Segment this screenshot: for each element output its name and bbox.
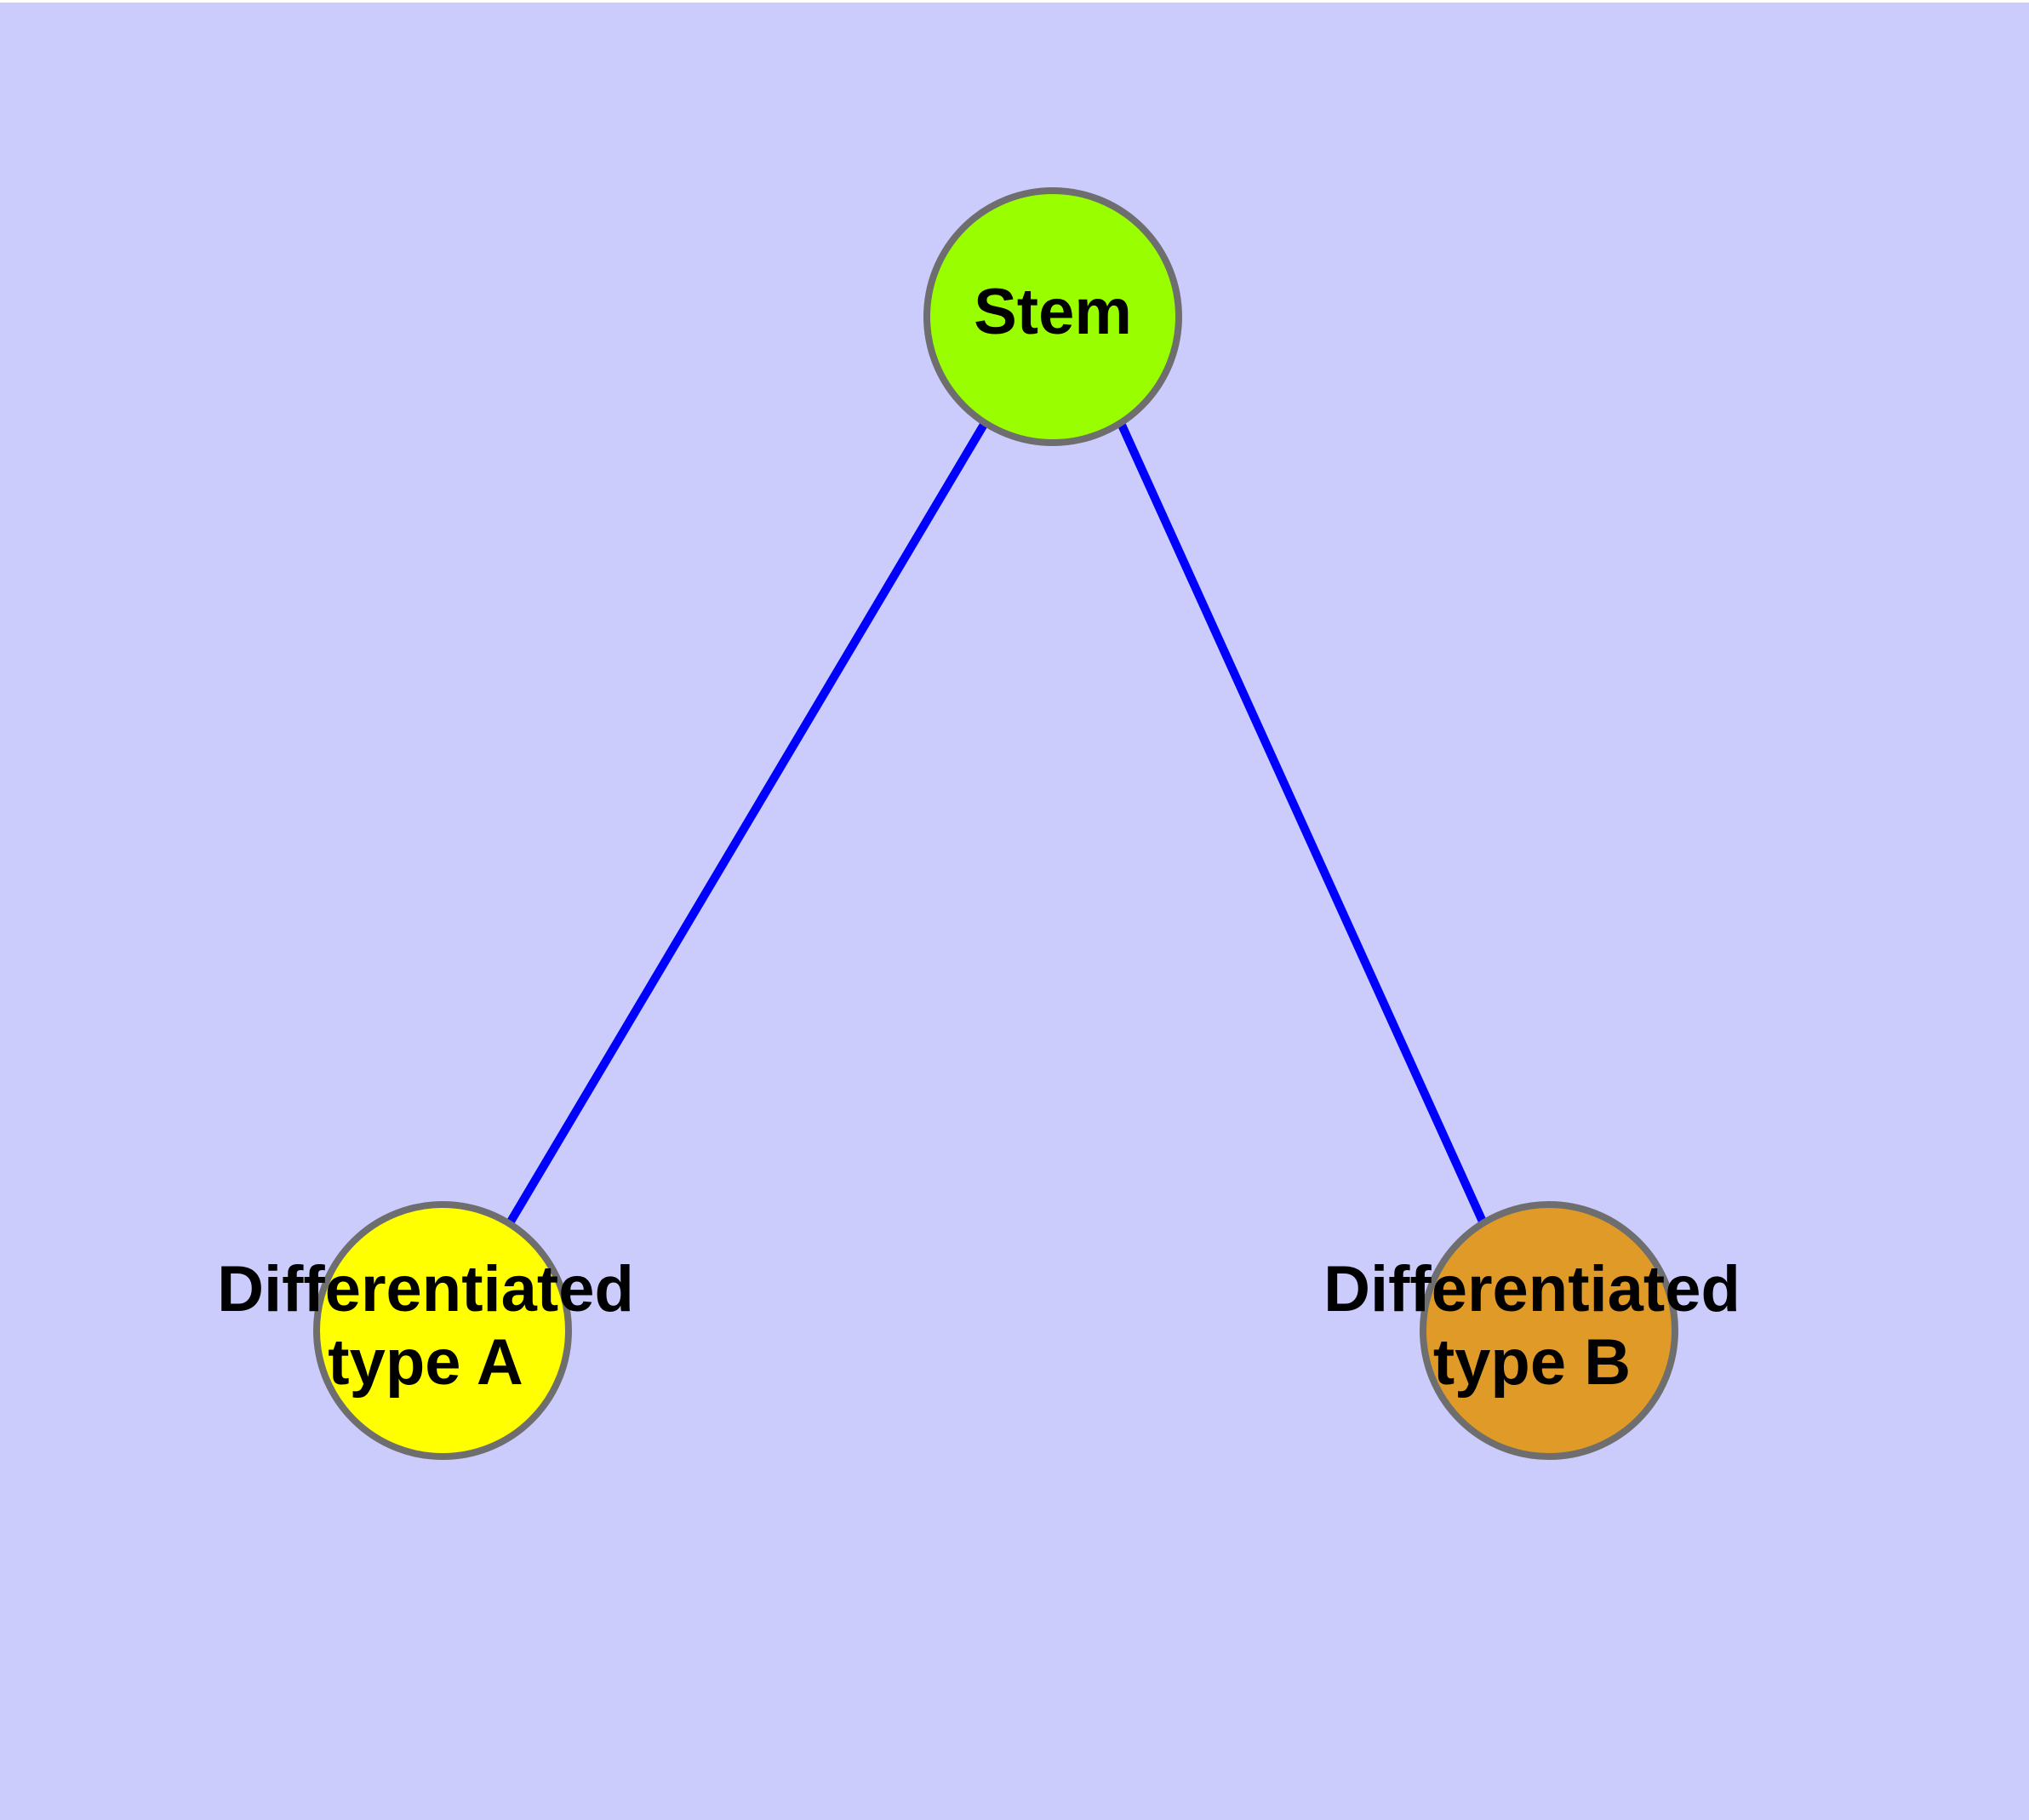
node-stem-circle[interactable] — [923, 187, 1182, 446]
edge-stem-diff-b — [1117, 421, 1487, 1224]
edge-stem-diff-a — [506, 421, 989, 1224]
node-differentiated-type-b-circle[interactable] — [1420, 1201, 1678, 1460]
node-differentiated-type-a-circle[interactable] — [313, 1201, 572, 1460]
node-stem-label: Stem — [974, 276, 1132, 348]
edges-layer — [506, 421, 1487, 1224]
node-stem[interactable]: Stem — [923, 187, 1182, 446]
